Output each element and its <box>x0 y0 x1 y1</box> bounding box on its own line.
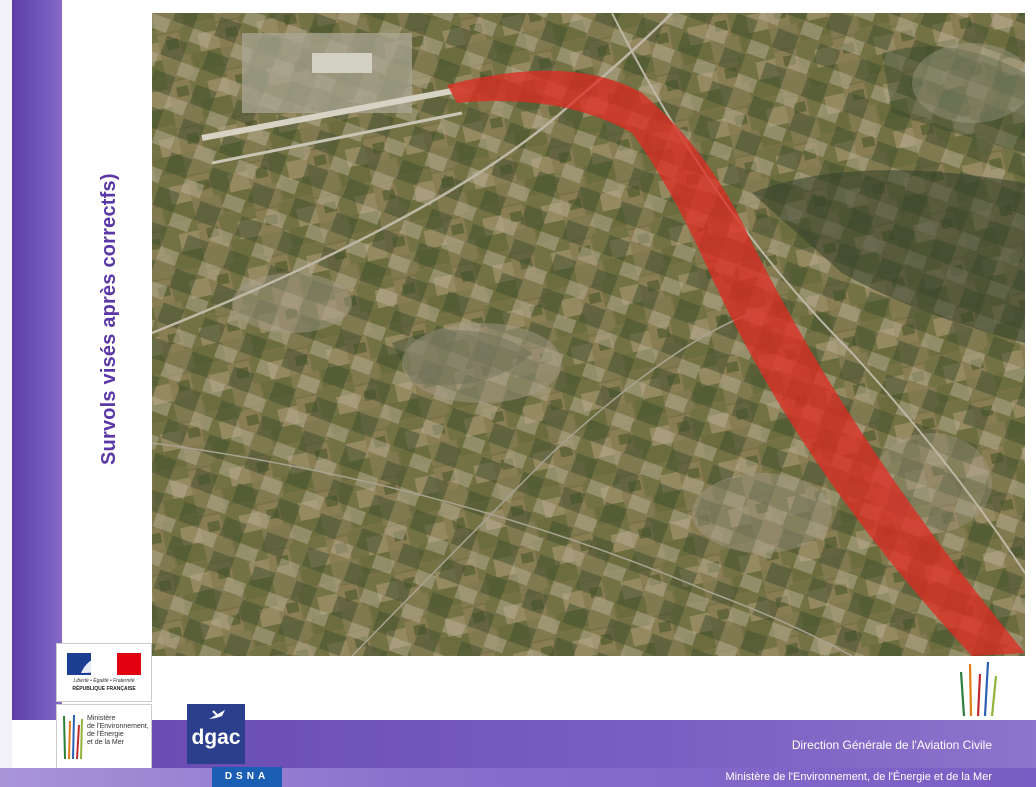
title-strip <box>62 0 152 720</box>
dgac-word: dgac <box>191 726 241 749</box>
republique-name: RÉPUBLIQUE FRANÇAISE <box>72 686 136 692</box>
settlement <box>232 273 352 333</box>
dgac-logo: dgac <box>187 704 245 764</box>
ministere-lines-icon <box>959 661 998 717</box>
forest-area <box>392 330 532 385</box>
ministere-lines-icon <box>63 714 83 760</box>
slide-title-text: Survols visés après correctfs) <box>98 173 120 465</box>
settlement <box>692 473 832 553</box>
settlement <box>912 43 1025 123</box>
republique-francaise-logo: Liberté • Égalité • Fraternité RÉPUBLIQU… <box>56 643 152 702</box>
ministere-text: Ministère de l'Environnement, de l'Énerg… <box>87 715 149 746</box>
republique-motto: Liberté • Égalité • Fraternité <box>73 678 135 684</box>
map-canvas <box>152 13 1025 656</box>
footer-band <box>152 720 1036 768</box>
satellite-map <box>152 13 1025 656</box>
flight-path-corridor <box>447 70 1025 656</box>
footer-ministere: Ministère de l'Environnement, de l'Énerg… <box>725 771 992 783</box>
marianne-flag-icon <box>67 653 141 675</box>
footer-direction: Direction Générale de l'Aviation Civile <box>791 738 992 752</box>
forest-area <box>882 46 1025 154</box>
airport <box>201 33 463 165</box>
ministere-logo: Ministère de l'Environnement, de l'Énerg… <box>56 704 152 770</box>
road <box>351 312 753 656</box>
dsna-label: DSNA <box>212 767 282 787</box>
plane-icon <box>209 710 225 719</box>
forest-area <box>752 170 1025 343</box>
settlement <box>402 323 562 403</box>
road <box>152 442 853 656</box>
left-margin <box>0 0 12 787</box>
